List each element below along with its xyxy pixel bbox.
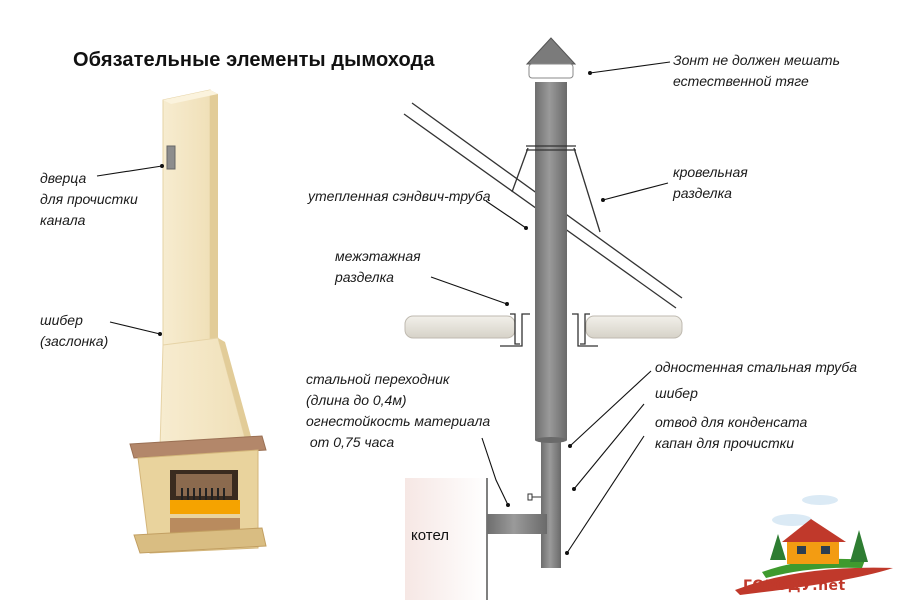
chimney-top [163,90,218,104]
label-line: естественной тяге [673,73,809,89]
label-condensate: отвод для конденсата капан для прочистки [655,412,807,454]
roof-cut [511,145,601,233]
chimney-cap [525,37,577,65]
damper-knob [527,493,533,501]
fireplace-hood-side [218,338,252,442]
label-sandwich-pipe: утепленная сэндвич-труба [308,186,491,207]
logo-cloud [772,514,812,526]
logo-cloud [802,495,838,505]
logo-house-body [787,540,839,564]
logo-house-roof [782,519,846,542]
mantle-shelf [129,435,267,459]
cleaning-door [166,145,176,170]
label-line: одностенная стальная труба [655,359,858,375]
label-inter-floor-cut: межэтажная разделка [335,246,421,288]
chimney-system [403,37,683,600]
sandwich-pipe [535,82,567,440]
label-line: (длина до 0,4м) [306,392,407,408]
steel-connector [487,514,547,534]
logo-house-window [797,546,806,554]
label-line: разделка [335,269,394,285]
floor-slab-right [585,315,683,339]
label-line: отвод для конденсата [655,414,808,430]
boiler [405,478,487,600]
label-line: от 0,75 часа [306,434,395,450]
label-line: разделка [673,185,732,201]
chimney-column-side [210,90,218,340]
boiler-label: котел [411,527,450,544]
label-single-wall-pipe: одностенная стальная труба [655,357,857,378]
label-line: стальной переходник [306,371,450,387]
floor-slab-left [404,315,516,339]
label-line: кровельная [673,164,748,180]
label-roof-cut: кровельная разделка [673,162,748,204]
sandwich-pipe-bottom [535,437,567,443]
chimney-column [162,89,211,351]
label-line: межэтажная [335,248,421,264]
label-line: капан для прочистки [655,435,795,451]
diagram-title: Обязательные элементы дымохода [73,49,435,71]
label-line: утепленная сэндвич-труба [308,188,491,204]
label-cleaning-door: дверца для прочистки канала [40,168,138,231]
logo-grass [762,558,865,578]
label-steel-connector: стальной переходник (длина до 0,4м) огне… [306,369,490,453]
label-line: огнестойкость материала [306,413,491,429]
leader-lines [96,61,671,554]
logo-text: ГОРОДУ.net [743,578,846,594]
fire [170,500,240,514]
logo-graphic [735,495,893,595]
logo-tree [770,534,786,560]
logo-tree [850,530,868,562]
logo-swoosh [735,567,893,595]
inter-floor-cut [500,313,598,347]
grate [181,488,225,500]
label-line: (заслонка) [40,333,109,349]
label-line: Зонт не должен мешать [673,52,840,68]
label-line: дверца [40,170,87,186]
label-cap: Зонт не должен мешать естественной тяге [673,50,840,92]
label-line: для прочистки [40,191,138,207]
fireplace-base [133,527,267,554]
fireplace-illustration [129,89,267,554]
label-line: шибер [40,312,83,328]
label-line: канала [40,212,86,228]
logo-house-window [821,546,830,554]
label-line: шибер [655,385,698,401]
label-damper-left: шибер (заслонка) [40,310,108,352]
label-damper-right: шибер [655,383,698,404]
cap-ring [528,63,574,79]
single-wall-pipe [541,438,561,568]
leader-dots [158,71,605,555]
